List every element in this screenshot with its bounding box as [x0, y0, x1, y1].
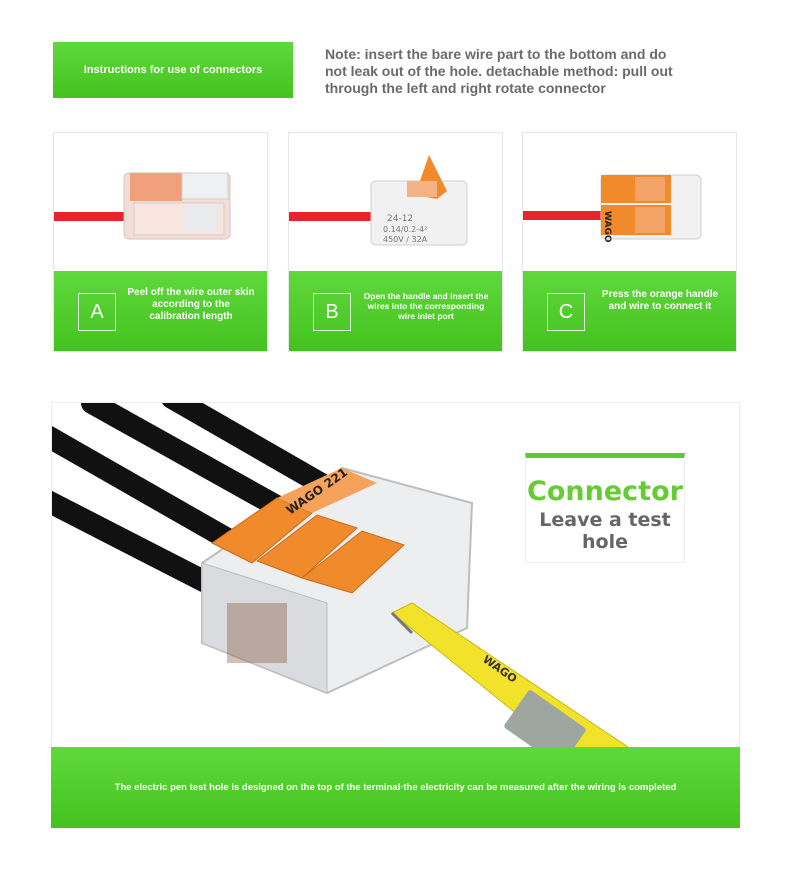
step-card-a: A Peel off the wire outer skin according… [53, 132, 268, 352]
note-line-3: through the left and right rotate connec… [325, 80, 606, 96]
test-hole-caption-band: The electric pen test hole is designed o… [51, 747, 740, 828]
step-card-c: WAGO C Press the orange handle and wire … [522, 132, 737, 352]
step-b-letter: B [313, 293, 351, 331]
instructions-title: Instructions for use of connectors [83, 64, 263, 76]
step-a-text: Peel off the wire outer skin according t… [127, 287, 255, 322]
usage-note: Note: insert the bare wire part to the b… [325, 46, 755, 97]
step-c-connector-image: WAGO [523, 174, 702, 243]
step-c-text: Press the orange handle and wire to conn… [601, 289, 719, 312]
step-c-letter: C [547, 293, 585, 331]
callout-subtitle: Leave a test hole [539, 509, 671, 553]
connector-callout: Connector Leave a test hole [525, 453, 685, 563]
step-a-connector-image [54, 172, 231, 240]
instructions-title-box: Instructions for use of connectors [53, 42, 293, 98]
step-b-band: B Open the handle and insert the wires i… [289, 271, 502, 351]
step-c-band: C Press the orange handle and wire to co… [523, 271, 736, 351]
step-b-connector-image: 24-12 0.14/0.2-4² 450V / 32A [289, 155, 468, 246]
step-b-text: Open the handle and insert the wires int… [363, 291, 489, 321]
note-line-1: Note: insert the bare wire part to the b… [325, 46, 667, 62]
svg-text:450V / 32A: 450V / 32A [383, 235, 428, 244]
step-a-letter: A [78, 293, 116, 331]
svg-text:WAGO: WAGO [602, 211, 612, 243]
svg-text:24-12: 24-12 [387, 214, 413, 224]
test-hole-caption: The electric pen test hole is designed o… [114, 782, 677, 793]
step-a-band: A Peel off the wire outer skin according… [54, 271, 267, 351]
step-card-b: 24-12 0.14/0.2-4² 450V / 32A B Open the … [288, 132, 503, 352]
callout-title: Connector [527, 476, 683, 507]
svg-text:0.14/0.2-4²: 0.14/0.2-4² [383, 225, 427, 234]
note-line-2: not leak out of the hole. detachable met… [325, 63, 673, 79]
